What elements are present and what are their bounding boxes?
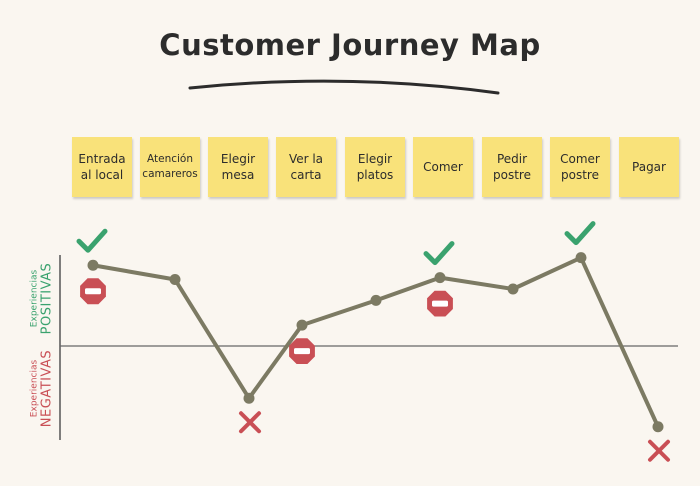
journey-point-2	[169, 274, 181, 285]
journey-point-6	[434, 272, 446, 284]
check-icon	[564, 221, 596, 246]
journey-point-7	[507, 283, 519, 295]
step-note-2: Atención camareros	[140, 137, 200, 197]
journey-point-8	[575, 252, 587, 264]
step-note-6: Comer	[413, 137, 473, 197]
no-entry-icon	[80, 278, 106, 305]
journey-point-5	[370, 294, 382, 306]
step-note-8: Comer postre	[550, 137, 610, 197]
step-note-9: Pagar	[619, 137, 679, 197]
journey-point-3	[243, 392, 255, 404]
step-note-3: Elegir mesa	[208, 137, 268, 197]
step-note-5: Elegir platos	[345, 137, 405, 197]
check-icon	[423, 241, 455, 266]
journey-point-1	[87, 259, 99, 271]
step-note-4: Ver la carta	[276, 137, 336, 197]
cross-icon	[239, 411, 261, 434]
page-title: Customer Journey Map	[159, 28, 541, 62]
journey-point-4	[296, 319, 308, 331]
journey-point-9	[652, 421, 664, 433]
step-note-7: Pedir postre	[482, 137, 542, 197]
no-entry-icon	[289, 338, 315, 364]
step-note-1: Entrada al local	[72, 137, 132, 197]
check-icon	[76, 228, 108, 253]
cross-icon	[648, 439, 670, 462]
no-entry-icon	[427, 290, 453, 317]
title-underline	[188, 79, 500, 95]
